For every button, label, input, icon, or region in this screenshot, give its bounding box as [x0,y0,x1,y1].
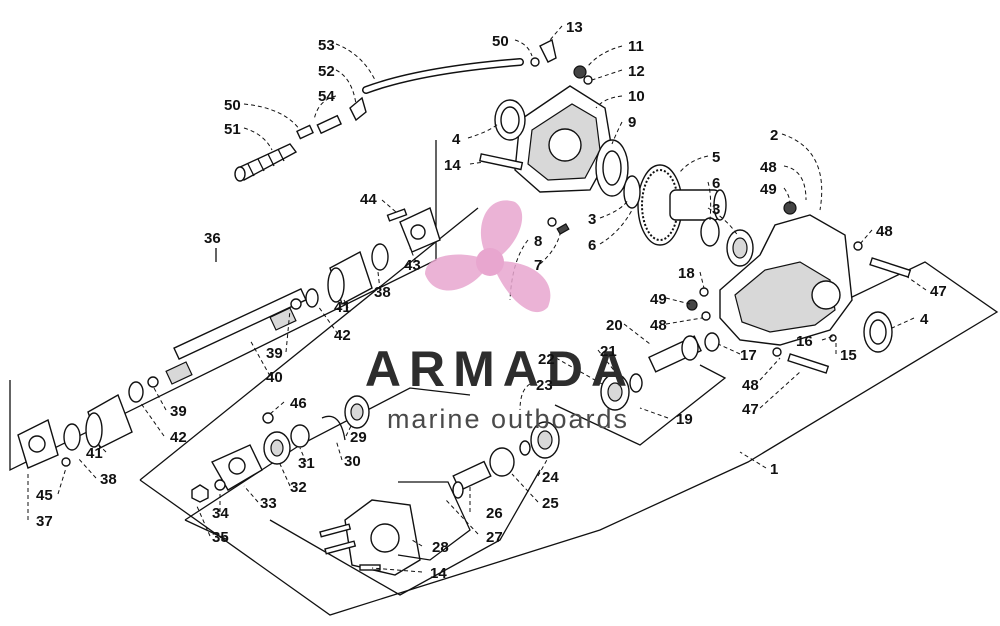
callout-40: 40 [266,369,283,386]
callout-24: 24 [542,469,559,486]
callout-22: 22 [538,351,555,368]
callout-25: 25 [542,495,559,512]
callout-34: 34 [212,505,229,522]
small-parts-7-8 [547,217,570,235]
callout-45: 45 [36,487,53,504]
watermark-subtitle: marine outboards [387,404,629,434]
small-parts-15-18 [686,287,837,357]
callout-9: 9 [628,114,636,131]
callout-13: 13 [566,19,583,36]
callout-28: 28 [432,539,449,556]
callout-51: 51 [224,121,241,138]
upper-cv-joint [305,207,441,308]
callout-44: 44 [360,191,377,208]
callout-11: 11 [628,38,644,55]
callout-14: 14 [444,157,461,174]
callout-42: 42 [170,429,187,446]
pinion-assembly [600,332,720,411]
callout-18: 18 [678,265,695,282]
lower-shaft-parts [452,421,560,499]
callout-49: 49 [760,181,777,198]
callout-16: 16 [796,333,813,350]
callout-3: 3 [712,201,720,218]
callout-23: 23 [536,377,553,394]
callout-30: 30 [344,453,361,470]
callout-41: 41 [86,445,103,462]
callout-43: 43 [404,257,421,274]
assembly-box-19 [554,364,727,446]
callout-52: 52 [318,63,335,80]
callout-17: 17 [740,347,757,364]
ring-gear [637,164,727,246]
assembly-box-28 [269,469,541,596]
breather-hose [362,58,524,94]
assembly-box-1 [139,207,999,616]
callout-31: 31 [298,455,315,472]
callout-47: 47 [742,401,759,418]
cover-bolt [478,153,524,171]
callout-8: 8 [534,233,542,250]
coupler-stack [191,395,370,503]
breather-fittings [296,38,557,140]
callout-50: 50 [224,97,241,114]
armada-logo [425,200,551,313]
lower-cv-joint [17,381,144,469]
callout-36: 36 [204,230,221,247]
callout-20: 20 [606,317,623,334]
callout-37: 37 [36,513,53,530]
front-cover [494,65,613,193]
rear-housing [319,481,471,576]
callout-49: 49 [650,291,667,308]
callout-5: 5 [712,149,720,166]
callout-39: 39 [170,403,187,420]
callout-26: 26 [486,505,503,522]
callout-47: 47 [930,283,947,300]
callout-48: 48 [760,159,777,176]
callout-19: 19 [676,411,693,428]
callout-38: 38 [374,284,391,301]
callout-12: 12 [628,63,645,80]
main-housing [719,201,863,346]
breather-boot [234,143,298,182]
callout-42: 42 [334,327,351,344]
housing-bolts [787,257,912,374]
callout-2: 2 [770,127,778,144]
callout-54: 54 [318,88,335,105]
callout-39: 39 [266,345,283,362]
callout-4: 4 [452,131,461,148]
callout-41: 41 [334,299,351,316]
callout-48: 48 [742,377,759,394]
assembly-box-36 [9,140,437,472]
callout-3: 3 [588,211,596,228]
callout-6: 6 [712,175,720,192]
callout-15: 15 [840,347,857,364]
callout-1: 1 [770,461,778,478]
callout-labels: 53 52 54 50 51 50 13 11 12 10 9 4 14 5 6… [36,19,947,582]
shim-9 [595,139,629,197]
callout-46: 46 [290,395,307,412]
callout-7: 7 [534,257,542,274]
callout-10: 10 [628,88,645,105]
callout-27: 27 [486,529,503,546]
callout-21: 21 [600,343,617,360]
callout-32: 32 [290,479,307,496]
callout-4: 4 [920,311,929,328]
callout-53: 53 [318,37,335,54]
callout-48: 48 [876,223,893,240]
callout-6: 6 [588,237,596,254]
callout-33: 33 [260,495,277,512]
callout-14: 14 [430,565,447,582]
callout-38: 38 [100,471,117,488]
output-seal [863,311,893,353]
watermark-title: ARMADA [365,341,635,397]
callout-50: 50 [492,33,509,50]
callout-29: 29 [350,429,367,446]
callout-35: 35 [212,529,229,546]
callout-48: 48 [650,317,667,334]
